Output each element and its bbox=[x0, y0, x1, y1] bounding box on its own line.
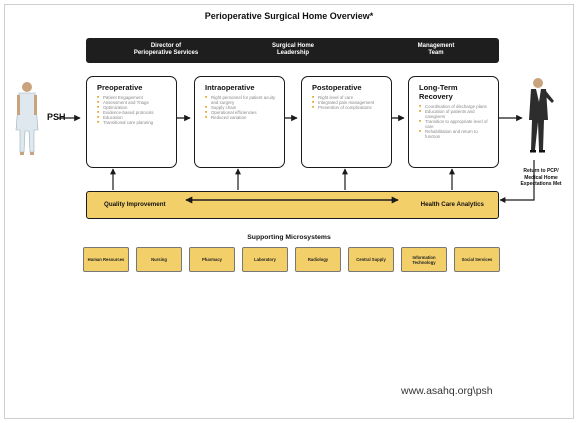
phase-item: Right personnel for patient acuity and s… bbox=[205, 95, 279, 105]
phase-item: Assessment and Triage bbox=[97, 100, 171, 105]
phase-intraoperative: Intraoperative Right personnel for patie… bbox=[194, 76, 285, 168]
phase-item: Supply chain bbox=[205, 105, 279, 110]
leader-director: Director of Perioperative Services bbox=[133, 43, 199, 56]
phase-item: Education bbox=[97, 115, 171, 120]
phase-title: Intraoperative bbox=[205, 83, 255, 92]
phase-item: Prevention of complications bbox=[312, 105, 386, 110]
microsystem-central-supply: Central Supply bbox=[348, 247, 394, 272]
quality-analytics-bar: Quality Improvement Health Care Analytic… bbox=[86, 191, 499, 219]
phase-item: Right level of care bbox=[312, 95, 386, 100]
microsystems-title: Supporting Microsystems bbox=[247, 234, 331, 241]
phase-item: Patient Engagement bbox=[97, 95, 171, 100]
phase-item: Reduced variation bbox=[205, 115, 279, 120]
microsystem-nursing: Nursing bbox=[136, 247, 182, 272]
phase-item: Coordination of discharge plans bbox=[419, 104, 493, 109]
health-care-analytics-label: Health Care Analytics bbox=[420, 201, 484, 208]
phase-item: Operational efficiencies bbox=[205, 110, 279, 115]
phase-title: Postoperative bbox=[312, 83, 362, 92]
recovered-person-icon bbox=[529, 78, 554, 153]
quality-improvement-label: Quality Improvement bbox=[104, 201, 166, 208]
phase-item: Education of patients and caregivers bbox=[419, 109, 493, 119]
leader-surgical-home: Surgical Home Leadership bbox=[271, 43, 314, 56]
phase-title: Long-Term Recovery bbox=[419, 83, 458, 101]
phase-preoperative: Preoperative Patient Engagement Assessme… bbox=[86, 76, 177, 168]
phase-item: Rehabilitation and return to function bbox=[419, 129, 493, 139]
return-label: Return to PCP/ Medical Home Expectations… bbox=[520, 168, 562, 187]
psh-label: PSH bbox=[47, 112, 66, 122]
phase-postoperative: Postoperative Right level of care Integr… bbox=[301, 76, 392, 168]
leadership-bar: Director of Perioperative Services Surgi… bbox=[86, 38, 499, 63]
leader-management: Management Team bbox=[417, 43, 455, 56]
phase-title: Preoperative bbox=[97, 83, 143, 92]
diagram-frame: Perioperative Surgical Home Overview* Di… bbox=[4, 4, 574, 419]
microsystem-laboratory: Laboratory bbox=[242, 247, 288, 272]
phase-item: Integrated pain management bbox=[312, 100, 386, 105]
microsystem-information-technology: Information Technology bbox=[401, 247, 447, 272]
microsystem-social-services: Social Services bbox=[454, 247, 500, 272]
microsystem-pharmacy: Pharmacy bbox=[189, 247, 235, 272]
microsystem-human-resources: Human Resources bbox=[83, 247, 129, 272]
footer-url: www.asahq.org\psh bbox=[401, 385, 493, 397]
phase-long-term-recovery: Long-Term Recovery Coordination of disch… bbox=[408, 76, 499, 168]
phase-item: Transition to appropriate level of care bbox=[419, 119, 493, 129]
diagram-title: Perioperative Surgical Home Overview* bbox=[204, 11, 374, 21]
microsystem-radiology: Radiology bbox=[295, 247, 341, 272]
arrow-return-feedback bbox=[499, 160, 535, 203]
phase-item: Transitional care planning bbox=[97, 120, 171, 125]
phase-item: Evidence-based protocols bbox=[97, 110, 171, 115]
phase-item: Optimization bbox=[97, 105, 171, 110]
patient-icon bbox=[15, 82, 39, 155]
